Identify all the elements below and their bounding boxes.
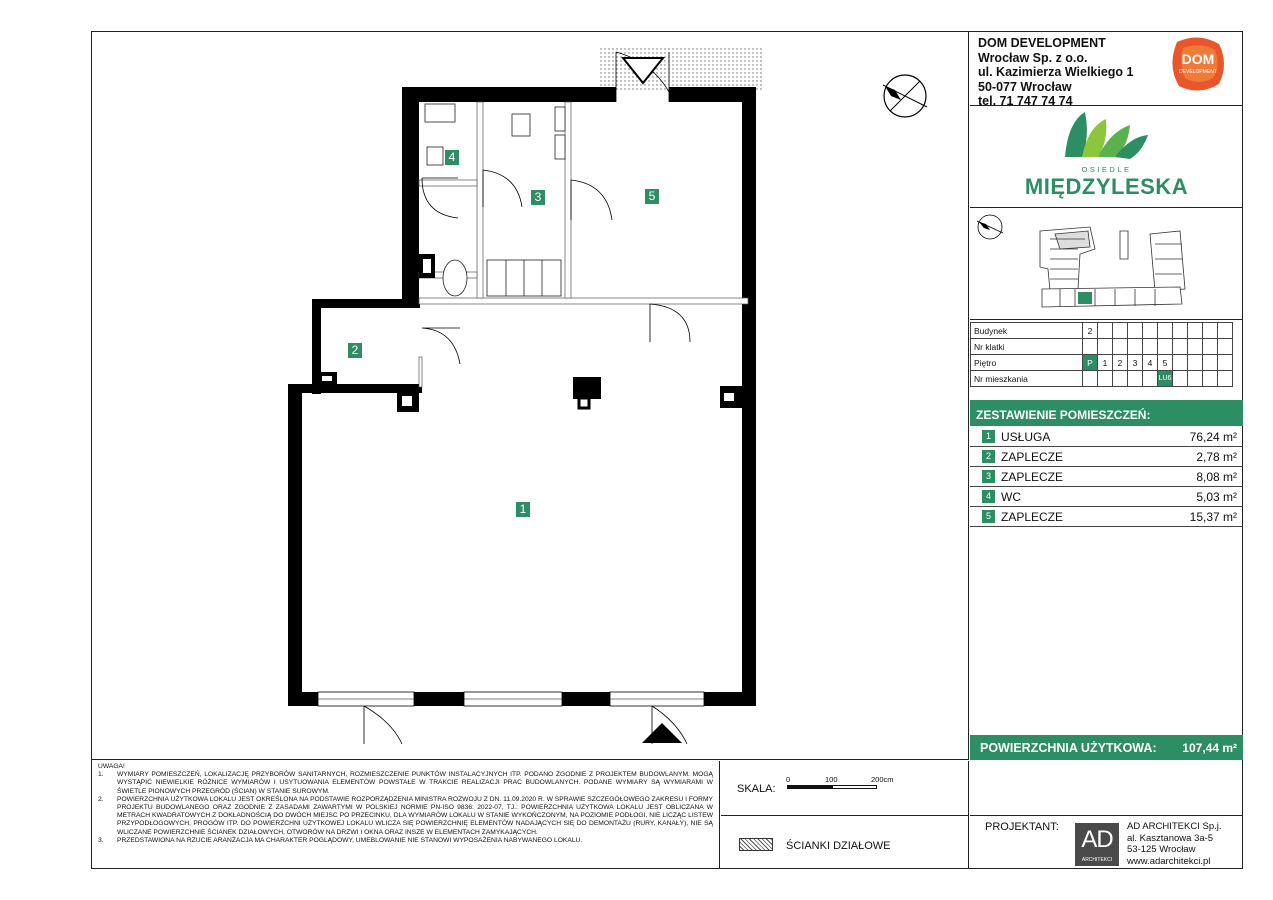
rooms-header: ZESTAWIENIE POMIESZCZEŃ: [970, 400, 1243, 426]
designer-city: 53-125 Wrocław [1127, 844, 1196, 855]
room-row: 3 ZAPLECZE 8,08 m² [970, 467, 1243, 487]
entrance-arrow-icon [642, 723, 682, 743]
note-item: 2.POWIERZCHNIA UŻYTKOWA LOKALU JEST OKRE… [98, 795, 713, 836]
designer-web: www.adarchitekci.pl [1127, 855, 1211, 867]
row-unit: Nr mieszkania LU6 [970, 370, 1233, 387]
scale-legend-block: SKALA: 0 100 200cm ŚCIANKI DZIAŁOWE [721, 761, 969, 869]
top-entrance-arrow-icon [620, 57, 666, 85]
partitions [418, 101, 749, 388]
fixtures [424, 103, 566, 297]
designer-block: PROJEKTANT: AD ARCHITEKCI AD ARCHITEKCI … [970, 761, 1243, 869]
unit-number-cell: LU6 [1157, 370, 1173, 387]
bottom-doors [363, 705, 688, 745]
row-stairwell: Nr klatki [970, 338, 1233, 355]
partition-hatch-swatch [739, 838, 773, 851]
scale-box: SKALA: 0 100 200cm [721, 761, 969, 816]
site-plan-block [970, 209, 1243, 320]
scale-label: SKALA: [737, 783, 776, 795]
scale-bar-dark [787, 785, 832, 789]
room-row: 5 ZAPLECZE 15,37 m² [970, 507, 1243, 527]
site-plan-map [976, 214, 1186, 308]
designer-label: PROJEKTANT: [985, 821, 1059, 833]
scale-tick-0: 0 [786, 775, 791, 784]
plan-label-room-4: 4 [445, 150, 459, 165]
ad-logo-text: AD [1081, 826, 1113, 853]
room-row: 4 WC 5,03 m² [970, 487, 1243, 507]
developer-name: DOM DEVELOPMENT [978, 36, 1106, 50]
dom-logo-text: DOM [1182, 51, 1215, 67]
note-item: 1.WYMIARY POMIESZCZEŃ, LOKALIZACJĘ PRZYB… [98, 771, 713, 795]
dom-logo-subtext: DEVELOPMENT [1179, 69, 1217, 75]
developer-phone: tel. 71 747 74 74 [978, 94, 1073, 108]
total-area-label: POWIERZCHNIA UŻYTKOWA: [980, 741, 1157, 755]
pillar-holes [322, 259, 734, 410]
ad-architekci-logo: AD ARCHITEKCI [1075, 823, 1119, 866]
total-area-bar: POWIERZCHNIA UŻYTKOWA: 107,44 m² [970, 735, 1243, 760]
designer-info: AD ARCHITEKCI Sp.j. al. Kasztanowa 3a-5 … [1127, 821, 1222, 867]
outer-walls [288, 87, 756, 706]
plan-label-room-3: 3 [531, 190, 545, 205]
room-row: 1 USŁUGA 76,24 m² [970, 427, 1243, 447]
scale-tick-100: 100 [825, 775, 838, 784]
info-panel: DOM DEVELOPMENT Wrocław Sp. z o.o. ul. K… [970, 32, 1243, 760]
scale-tick-200: 200cm [871, 775, 894, 784]
row-building: Budynek 2 [970, 322, 1233, 339]
developer-block: DOM DEVELOPMENT Wrocław Sp. z o.o. ul. K… [970, 32, 1243, 108]
bottom-windows [317, 691, 705, 707]
designer-street: al. Kasztanowa 3a-5 [1127, 832, 1214, 844]
plan-label-room-5: 5 [645, 189, 659, 204]
compass-icon [882, 74, 928, 118]
floor-cell-selected: P [1082, 354, 1098, 371]
developer-street: ul. Kazimierza Wielkiego 1 [978, 65, 1134, 79]
total-area-value: 107,44 m² [1182, 741, 1237, 755]
terrace-hatch [599, 46, 764, 90]
estate-subtitle: OSIEDLE [1081, 165, 1132, 174]
unit-details-table: Budynek 2 Nr klatki Piętro P 1 2 3 4 5 [970, 322, 1233, 387]
interior-doors [421, 169, 691, 365]
plan-label-room-2: 2 [348, 343, 362, 358]
floor-plan-drawing [288, 46, 928, 745]
room-row: 2 ZAPLECZE 2,78 m² [970, 447, 1243, 467]
estate-name: MIĘDZYLESKA [1024, 174, 1189, 199]
developer-city: 50-077 Wrocław [978, 79, 1072, 94]
notes-heading: UWAGA! [98, 763, 125, 770]
site-highlight [1078, 292, 1092, 304]
note-item: 3.PRZEDSTAWIONA NA RZUCIE ARANŻACJA MA C… [98, 836, 583, 844]
plan-area: 1 2 3 4 5 [92, 32, 969, 760]
site-compass-icon [976, 214, 1004, 240]
estate-logo-icon [1065, 112, 1148, 159]
dom-development-logo: DOM DEVELOPMENT [1172, 37, 1224, 91]
ad-logo-subtext: ARCHITEKCI [1081, 857, 1113, 863]
developer-company: Wrocław Sp. z o.o. [978, 50, 1088, 65]
notes-list: 1.WYMIARY POMIESZCZEŃ, LOKALIZACJĘ PRZYB… [98, 771, 713, 845]
plan-label-room-1: 1 [516, 502, 530, 517]
row-floor: Piętro P 1 2 3 4 5 [970, 354, 1233, 371]
floor-plan-sheet: 1 2 3 4 5 DOM DEVELOPMENT Wrocław Sp. z … [91, 31, 1243, 869]
estate-block: OSIEDLE MIĘDZYLESKA [970, 107, 1243, 208]
notes-block: UWAGA! 1.WYMIARY POMIESZCZEŃ, LOKALIZACJ… [92, 761, 720, 869]
designer-name: AD ARCHITEKCI Sp.j. [1127, 821, 1222, 832]
partition-legend-label: ŚCIANKI DZIAŁOWE [786, 840, 891, 852]
scale-bar-light [832, 785, 877, 789]
